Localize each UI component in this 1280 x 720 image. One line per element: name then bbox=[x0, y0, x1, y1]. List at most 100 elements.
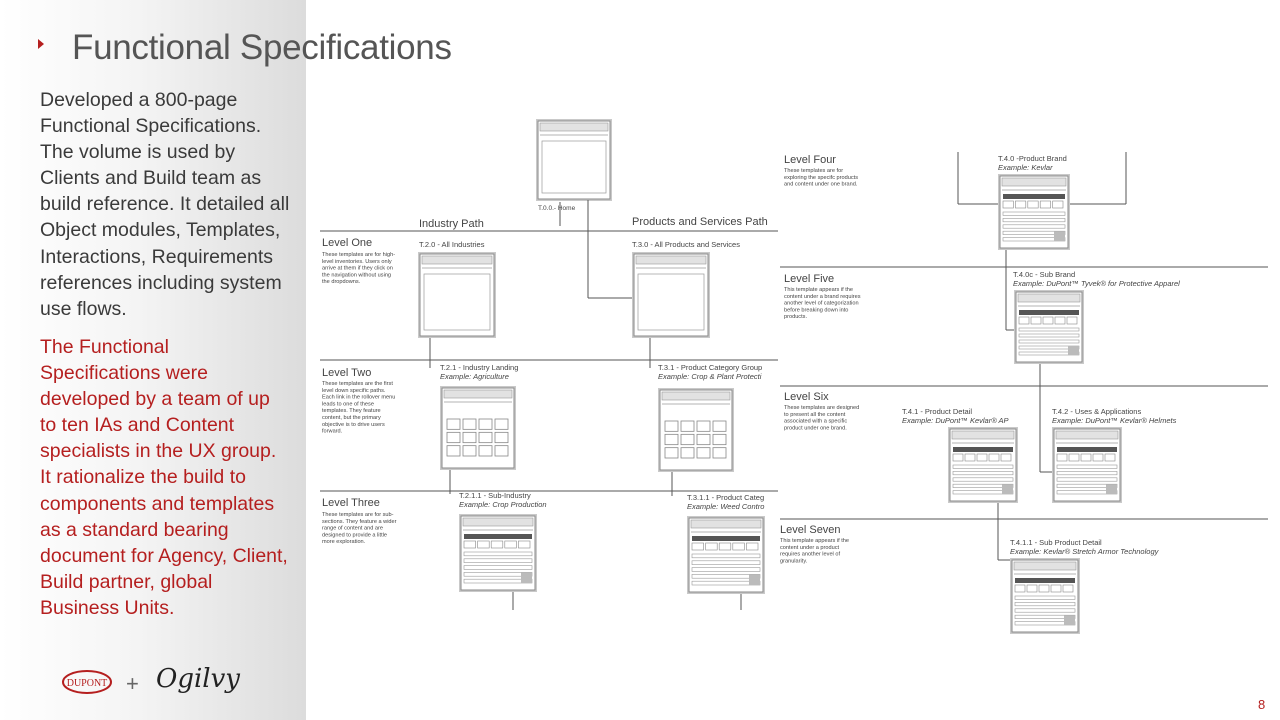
template-t2-1-wireframe-cell bbox=[446, 445, 461, 457]
template-t3-1-wireframe-cell bbox=[696, 433, 711, 446]
template-t3-1-1-example: Example: Weed Contro bbox=[687, 502, 764, 511]
description-paragraph-1: Developed a 800-page Functional Specific… bbox=[40, 89, 290, 320]
template-t4-1-example: Example: DuPont™ Kevlar® AP bbox=[902, 416, 1009, 425]
level-two-description: forward. bbox=[322, 429, 343, 435]
template-t3-1-1-wireframe-tab bbox=[705, 542, 718, 551]
template-t2-1-wireframe-cell bbox=[446, 431, 461, 444]
level-three-description: These templates are for sub- bbox=[322, 512, 394, 518]
level-five-description: before breaking down into bbox=[784, 307, 848, 313]
level-seven-description: content under a product bbox=[780, 545, 840, 551]
level-six-description: These templates are designed bbox=[784, 405, 859, 411]
template-t2-1-1-wireframe-header bbox=[462, 517, 534, 527]
template-t4-0c-wireframe-tab bbox=[1054, 316, 1066, 325]
template-t3-1-1-wireframe-row bbox=[691, 567, 761, 572]
level-seven-name: Level Seven bbox=[780, 524, 841, 536]
level-five-name: Level Five bbox=[784, 273, 834, 285]
template-t4-2-wireframe-tab bbox=[1056, 453, 1068, 462]
template-t4-1-1-wireframe-tab bbox=[1026, 584, 1038, 593]
template-t2-1-wireframe-cell bbox=[478, 431, 493, 444]
template-t3-1-wireframe-cell bbox=[696, 420, 711, 432]
template-t4-1-wireframe-header bbox=[951, 430, 1015, 440]
slide-title: Functional Specifications bbox=[72, 28, 452, 67]
template-t3-0-wireframe-body bbox=[637, 273, 705, 331]
template-t4-0-wireframe-row bbox=[1002, 218, 1066, 223]
template-t4-0-wireframe-tab bbox=[1039, 200, 1051, 209]
home-template-wireframe-header bbox=[539, 122, 609, 132]
template-t4-0c-wireframe-bar bbox=[1019, 310, 1079, 315]
template-t4-1-wireframe-tab bbox=[952, 453, 964, 462]
level-two-description: content, but the primary bbox=[322, 415, 381, 421]
level-five-description: content under a brand requires bbox=[784, 294, 861, 300]
template-t4-0-wireframe-tab bbox=[1027, 200, 1039, 209]
template-t3-1-wireframe-cell bbox=[712, 433, 727, 446]
template-t4-2-wireframe-row bbox=[1056, 477, 1118, 482]
template-t2-1-1-example: Example: Crop Production bbox=[459, 500, 547, 509]
template-t2-1-wireframe-cell bbox=[478, 445, 493, 457]
template-t2-1-1-wireframe-tab bbox=[490, 540, 504, 549]
template-t4-0-wireframe-side-block bbox=[1054, 231, 1065, 241]
template-t4-1-1-wireframe-tab bbox=[1038, 584, 1050, 593]
template-t4-0c-wireframe-row bbox=[1018, 339, 1080, 344]
template-t4-1-wireframe-row bbox=[952, 464, 1014, 469]
template-t3-1-wireframe-cell bbox=[712, 420, 727, 432]
template-t4-1-1-wireframe-tab bbox=[1050, 584, 1062, 593]
template-t3-1-wireframe-header bbox=[661, 391, 731, 401]
level-one-name: Level One bbox=[322, 237, 372, 249]
level-two-description: templates. They feature bbox=[322, 408, 381, 414]
template-t3-1-wireframe-cell bbox=[664, 447, 679, 459]
template-t2-1-1-wireframe-bar bbox=[464, 534, 532, 539]
template-t4-2-wireframe-tab bbox=[1092, 453, 1104, 462]
level-three-description: designed to provide a little bbox=[322, 532, 387, 538]
template-t4-1-1-wireframe-side-block bbox=[1064, 615, 1075, 625]
level-two-description: These templates are the first bbox=[322, 381, 393, 387]
template-t4-1-wireframe-row bbox=[952, 471, 1014, 476]
template-t4-1-wireframe-bar bbox=[953, 447, 1013, 452]
template-t4-0c-wireframe-tab bbox=[1042, 316, 1054, 325]
template-t4-1-wireframe-tab bbox=[964, 453, 976, 462]
level-five-description: This template appears if the bbox=[784, 287, 853, 293]
template-t4-1-1-wireframe-tab bbox=[1062, 584, 1074, 593]
template-t2-1-label: T.2.1 - Industry Landing bbox=[440, 363, 518, 372]
template-t3-1-1-wireframe-tab bbox=[732, 542, 745, 551]
level-seven-description: This template appears if the bbox=[780, 538, 849, 544]
template-t2-1-1-wireframe-row bbox=[463, 551, 533, 557]
template-t2-0-wireframe-header bbox=[421, 255, 493, 265]
template-t2-1-1-wireframe-tab bbox=[463, 540, 476, 549]
template-t4-2-wireframe-tab bbox=[1104, 453, 1116, 462]
products-path-label: Products and Services Path bbox=[632, 216, 768, 228]
level-one-description: These templates are for high- bbox=[322, 252, 395, 258]
template-t3-1-wireframe-cell bbox=[696, 447, 711, 459]
level-four-name: Level Four bbox=[784, 154, 836, 166]
template-t4-2-wireframe-row bbox=[1056, 471, 1118, 476]
template-t4-0-wireframe-tab bbox=[1002, 200, 1014, 209]
template-t4-1-wireframe-row bbox=[952, 477, 1014, 482]
level-one-description: the navigation without using bbox=[322, 272, 391, 278]
level-three-description: sections. They feature a wider bbox=[322, 519, 397, 525]
level-one-description: level inventories. Users only bbox=[322, 259, 392, 265]
template-t4-1-wireframe-side-block bbox=[1002, 484, 1013, 494]
template-t2-1-1-label: T.2.1.1 - Sub-Industry bbox=[459, 491, 531, 500]
template-t3-0-label: T.3.0 - All Products and Services bbox=[632, 240, 740, 249]
template-t4-0c-wireframe-tab bbox=[1066, 316, 1078, 325]
template-t4-2-wireframe-tab bbox=[1080, 453, 1092, 462]
template-t3-1-1-wireframe-row bbox=[691, 560, 761, 565]
template-t4-0c-wireframe-tab bbox=[1030, 316, 1042, 325]
description-paragraph-2: The Functional Specifications were devel… bbox=[40, 336, 288, 619]
template-t3-1-1-wireframe-tab bbox=[746, 542, 759, 551]
template-t3-1-1-wireframe-side-block bbox=[749, 574, 760, 585]
template-t4-1-1-wireframe-bar bbox=[1015, 578, 1075, 583]
template-t4-2-wireframe-tab bbox=[1068, 453, 1080, 462]
level-two-description: level down specific paths. bbox=[322, 388, 386, 394]
template-t4-0-wireframe-tab bbox=[1015, 200, 1027, 209]
level-five-description: another level of categorization bbox=[784, 301, 859, 307]
page-number: 8 bbox=[1258, 697, 1266, 712]
template-t2-1-1-wireframe-tab bbox=[477, 540, 490, 549]
template-t3-1-1-wireframe-tab bbox=[718, 542, 732, 551]
level-two-name: Level Two bbox=[322, 367, 371, 379]
template-t2-1-1-wireframe-row bbox=[463, 565, 533, 570]
level-six-name: Level Six bbox=[784, 391, 829, 403]
template-t4-0c-wireframe-row bbox=[1018, 333, 1080, 338]
level-four-description: and content under one brand. bbox=[784, 182, 858, 188]
svg-text:DUPONT: DUPONT bbox=[67, 678, 108, 689]
